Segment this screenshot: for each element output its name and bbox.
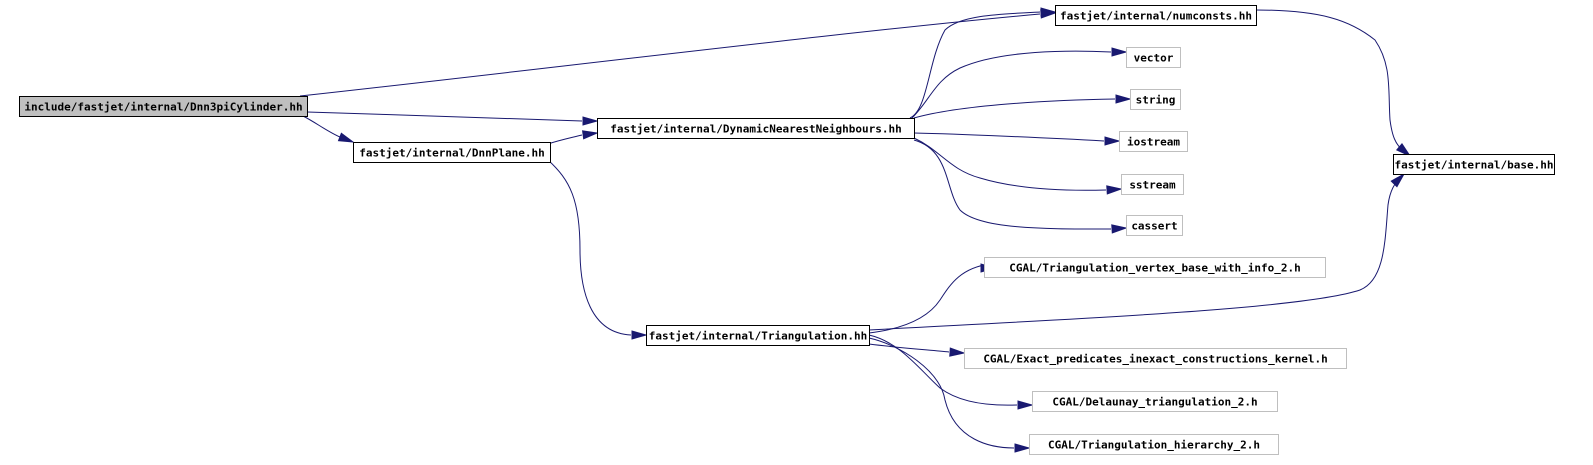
arrowhead-icon [1106, 185, 1123, 195]
node-label: cassert [1131, 220, 1177, 233]
node-cgal_delaunay: CGAL/Delaunay_triangulation_2.h [1032, 391, 1278, 412]
arrowhead-icon [1014, 443, 1031, 453]
edge-dnn-to-numconsts [909, 7, 1057, 119]
edge-line [302, 115, 341, 138]
node-root[interactable]: include/fastjet/internal/Dnn3piCylinder.… [19, 96, 308, 117]
node-label: vector [1134, 52, 1174, 65]
edge-dnnplane-to-dnn [547, 130, 599, 145]
node-box [964, 348, 1347, 369]
edge-line [913, 139, 1112, 230]
edge-dnn-to-sstream [913, 137, 1123, 195]
edge-triangulation-to-cgal_hier [868, 337, 1031, 453]
edge-triangulation-to-cgal_vb [868, 263, 997, 334]
edge-line [299, 13, 1041, 97]
node-box [984, 257, 1326, 278]
node-label: include/fastjet/internal/Dnn3piCylinder.… [24, 101, 302, 114]
node-box [353, 142, 551, 163]
node-label: fastjet/internal/DynamicNearestNeighbour… [610, 123, 901, 136]
arrowhead-icon [582, 130, 599, 140]
node-cassert: cassert [1126, 215, 1183, 236]
edge-line [547, 159, 632, 336]
node-box [1393, 154, 1555, 175]
edge-dnn-to-vector [911, 47, 1128, 119]
edge-line [868, 343, 950, 353]
node-box [1119, 131, 1188, 152]
edge-line [868, 334, 1018, 406]
node-label: sstream [1129, 179, 1176, 192]
arrowhead-icon [1115, 94, 1132, 104]
node-base[interactable]: fastjet/internal/base.hh [1393, 154, 1555, 175]
node-vector: vector [1126, 47, 1181, 68]
edge-line [1255, 9, 1406, 153]
edge-dnn-to-cassert [913, 139, 1128, 234]
node-iostream: iostream [1119, 131, 1188, 152]
node-box [1055, 5, 1257, 26]
node-sstream: sstream [1121, 174, 1184, 195]
arrowhead-icon [1017, 400, 1034, 410]
edge-triangulation-to-cgal_exact [868, 343, 966, 357]
node-label: fastjet/internal/base.hh [1395, 159, 1554, 172]
edge-line [547, 134, 583, 145]
node-cgal_exact: CGAL/Exact_predicates_inexact_constructi… [964, 348, 1347, 369]
node-label: CGAL/Triangulation_hierarchy_2.h [1048, 439, 1260, 452]
arrowhead-icon [1395, 143, 1412, 158]
node-box [1130, 89, 1181, 110]
node-numconsts[interactable]: fastjet/internal/numconsts.hh [1055, 5, 1257, 26]
node-box [597, 118, 915, 139]
edge-line [909, 11, 1041, 119]
edge-line [868, 337, 1015, 449]
node-label: CGAL/Triangulation_vertex_base_with_info… [1009, 262, 1300, 275]
node-triangulation[interactable]: fastjet/internal/Triangulation.hh [646, 325, 870, 346]
edges-layer [299, 7, 1412, 453]
edge-dnn-to-iostream [913, 132, 1121, 146]
edge-line [913, 98, 1116, 119]
arrowhead-icon [631, 330, 648, 340]
node-label: fastjet/internal/Triangulation.hh [649, 330, 868, 343]
arrowhead-icon [1040, 7, 1057, 17]
node-dnn[interactable]: fastjet/internal/DynamicNearestNeighbour… [597, 118, 915, 139]
node-label: CGAL/Delaunay_triangulation_2.h [1052, 396, 1257, 409]
node-string: string [1130, 89, 1181, 110]
edge-line [868, 177, 1401, 331]
node-box [1126, 215, 1183, 236]
arrowhead-icon [582, 116, 599, 126]
edge-triangulation-to-base [868, 172, 1406, 331]
node-label: fastjet/internal/numconsts.hh [1060, 10, 1252, 23]
arrowhead-icon [949, 347, 966, 357]
edge-root-to-numconsts [299, 9, 1057, 97]
arrowhead-icon [1104, 136, 1121, 146]
edge-triangulation-to-cgal_delaunay [868, 334, 1034, 410]
nodes-layer: include/fastjet/internal/Dnn3piCylinder.… [19, 5, 1555, 455]
node-label: CGAL/Exact_predicates_inexact_constructi… [983, 353, 1327, 366]
node-box [19, 96, 308, 117]
node-box [1121, 174, 1184, 195]
edge-dnn-to-string [913, 94, 1132, 119]
arrowhead-icon [1111, 224, 1128, 234]
edge-dnnplane-to-triangulation [547, 159, 648, 340]
edge-line [306, 111, 583, 122]
arrowhead-icon [1111, 47, 1128, 57]
arrowhead-icon [1390, 172, 1406, 188]
arrowhead-icon [337, 132, 355, 143]
edge-root-to-dnn [306, 111, 599, 126]
edge-line [913, 137, 1107, 191]
edge-root-to-dnnplane [302, 115, 355, 143]
node-label: string [1136, 94, 1176, 107]
node-label: iostream [1127, 136, 1180, 149]
node-label: fastjet/internal/DnnPlane.hh [359, 147, 544, 160]
node-cgal_hier: CGAL/Triangulation_hierarchy_2.h [1029, 434, 1279, 455]
edge-line [913, 132, 1105, 142]
node-box [1126, 47, 1181, 68]
node-box [1032, 391, 1278, 412]
node-box [646, 325, 870, 346]
node-dnnplane[interactable]: fastjet/internal/DnnPlane.hh [353, 142, 551, 163]
node-cgal_vb: CGAL/Triangulation_vertex_base_with_info… [984, 257, 1326, 278]
edge-numconsts-to-base [1255, 9, 1412, 158]
edge-line [868, 263, 991, 334]
node-box [1029, 434, 1279, 455]
edge-line [911, 50, 1112, 119]
